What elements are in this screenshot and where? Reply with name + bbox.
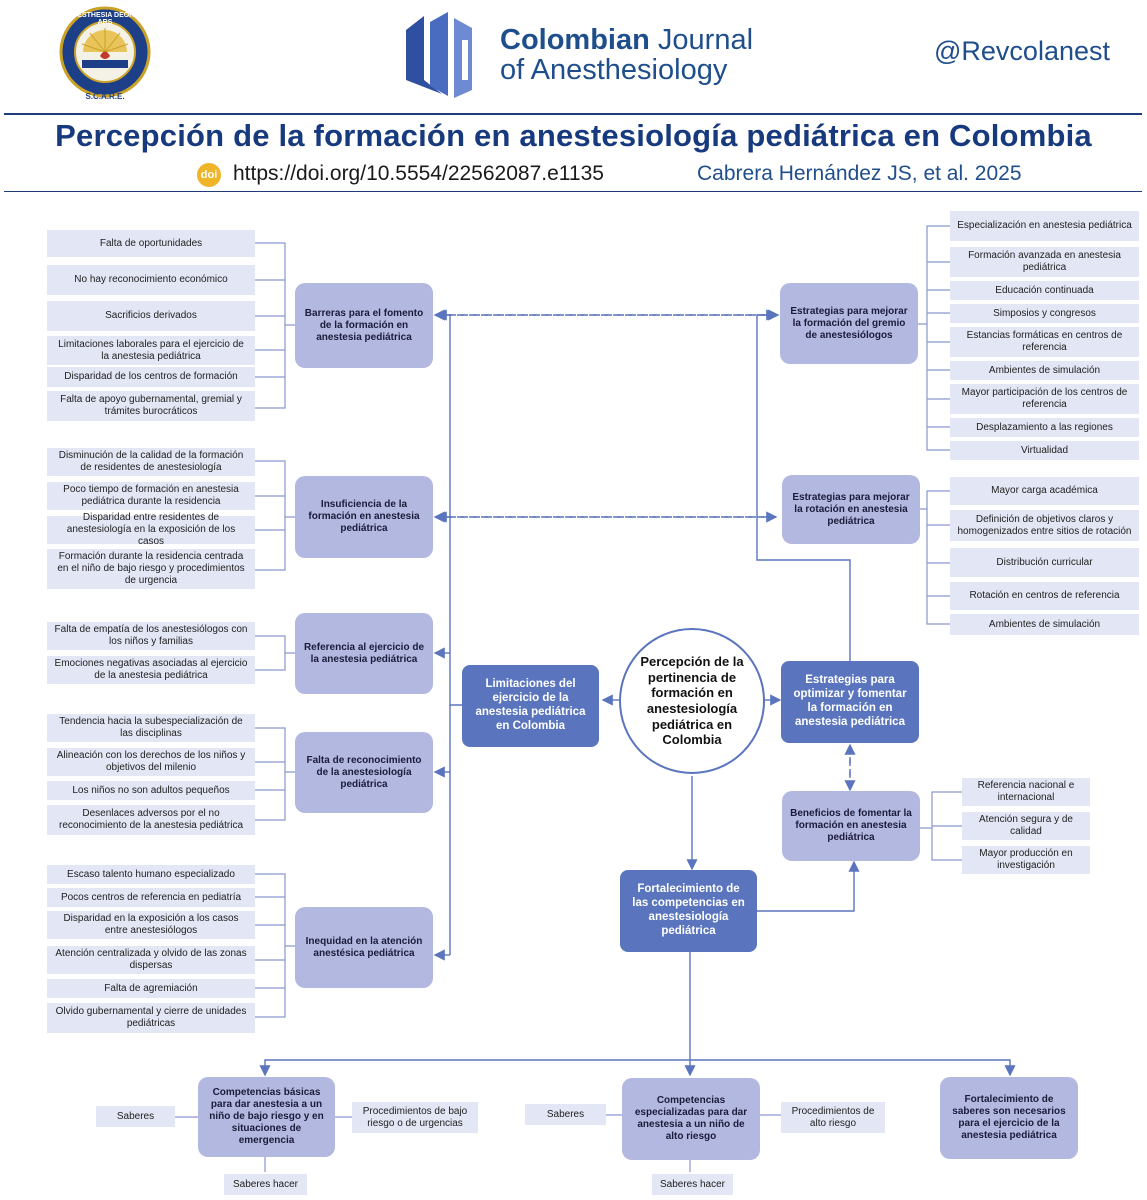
- list-item: Disparidad entre residentes de anestesio…: [47, 512, 255, 547]
- list-item: Escaso talento humano especializado: [47, 865, 255, 884]
- seal-subtext: S.C.A.R.E.: [85, 92, 125, 101]
- bottom-knowledge-strengthening: Fortalecimiento de saberes son necesario…: [940, 1077, 1078, 1159]
- list-item: Mayor participación de los centros de re…: [950, 384, 1139, 414]
- journal-logo-icon: [402, 10, 492, 100]
- list-item: No hay reconocimiento económico: [47, 265, 255, 295]
- list-item: Simposios y congresos: [950, 304, 1139, 323]
- list-item: Saberes: [96, 1106, 175, 1127]
- title-divider: [4, 191, 1142, 192]
- list-item: Tendencia hacia la subespecialización de…: [47, 714, 255, 742]
- list-item: Rotación en centros de referencia: [950, 582, 1139, 610]
- bottom-specialized-competencies: Competencias especializadas para dar ane…: [622, 1078, 760, 1160]
- list-item: Falta de empatía de los anestesiólogos c…: [47, 622, 255, 650]
- list-item: Formación durante la residencia centrada…: [47, 549, 255, 589]
- header-divider: [4, 113, 1142, 115]
- list-item: Mayor carga académica: [950, 477, 1139, 505]
- list-item: Falta de agremiación: [47, 979, 255, 998]
- category-rotation-strategies: Estrategias para mejorar la rotación en …: [782, 475, 920, 544]
- category-inequity: Inequidad en la atención anestésica pedi…: [295, 907, 433, 988]
- list-item: Formación avanzada en anestesia pediátri…: [950, 247, 1139, 277]
- doi-link[interactable]: https://doi.org/10.5554/22562087.e1135: [233, 162, 604, 185]
- list-item: Saberes hacer: [224, 1174, 307, 1195]
- central-node: Percepción de la pertinencia de formació…: [619, 628, 765, 774]
- list-item: Ambientes de simulación: [950, 614, 1139, 635]
- category-barriers: Barreras para el fomento de la formación…: [295, 283, 433, 368]
- list-item: Pocos centros de referencia en pediatría: [47, 888, 255, 907]
- list-item: Atención segura y de calidad: [962, 812, 1090, 840]
- list-item: Falta de oportunidades: [47, 230, 255, 257]
- bottom-basic-competencies: Competencias básicas para dar anestesia …: [198, 1077, 335, 1157]
- scare-seal-logo: [52, 6, 158, 106]
- list-item: Disparidad en la exposición a los casos …: [47, 911, 255, 939]
- category-benefits: Beneficios de fomentar la formación en a…: [782, 791, 920, 861]
- journal-name-line2: of Anesthesiology: [500, 54, 728, 86]
- page-title: Percepción de la formación en anestesiol…: [55, 118, 1092, 153]
- list-item: Sacrificios derivados: [47, 301, 255, 331]
- list-item: Disparidad de los centros de formación: [47, 367, 255, 387]
- list-item: Procedimientos de alto riesgo: [781, 1102, 885, 1133]
- category-recognition: Falta de reconocimiento de la anestesiol…: [295, 732, 433, 813]
- list-item: Definición de objetivos claros y homogen…: [950, 510, 1139, 541]
- list-item: Falta de apoyo gubernamental, gremial y …: [47, 391, 255, 421]
- category-reference: Referencia al ejercicio de la anestesia …: [295, 613, 433, 694]
- list-item: Poco tiempo de formación en anestesia pe…: [47, 482, 255, 510]
- list-item: Procedimientos de bajo riesgo o de urgen…: [352, 1102, 478, 1133]
- doi-icon: doi: [197, 163, 221, 187]
- list-item: Referencia nacional e internacional: [962, 778, 1090, 806]
- list-item: Emociones negativas asociadas al ejercic…: [47, 656, 255, 684]
- list-item: Desplazamiento a las regiones: [950, 418, 1139, 437]
- list-item: Desenlaces adversos por el no reconocimi…: [47, 805, 255, 835]
- list-item: Mayor producción en investigación: [962, 846, 1090, 874]
- list-item: Estancias formáticas en centros de refer…: [950, 327, 1139, 357]
- list-item: Alineación con los derechos de los niños…: [47, 748, 255, 776]
- social-handle[interactable]: @Revcolanest: [934, 36, 1110, 66]
- authors: Cabrera Hernández JS, et al. 2025: [697, 162, 1022, 185]
- strengthening-node: Fortalecimiento de las competencias en a…: [620, 870, 757, 952]
- strategies-node: Estrategias para optimizar y fomentar la…: [781, 661, 919, 743]
- limitations-node: Limitaciones del ejercicio de la anestes…: [462, 665, 599, 747]
- list-item: Saberes hacer: [652, 1174, 733, 1195]
- journal-name-line1: Colombian Journal: [500, 24, 754, 56]
- list-item: Limitaciones laborales para el ejercicio…: [47, 336, 255, 365]
- list-item: Ambientes de simulación: [950, 361, 1139, 380]
- list-item: Los niños no son adultos pequeños: [47, 781, 255, 800]
- list-item: Distribución curricular: [950, 548, 1139, 577]
- list-item: Atención centralizada y olvido de las zo…: [47, 946, 255, 974]
- list-item: Educación continuada: [950, 281, 1139, 300]
- category-insufficiency: Insuficiencia de la formación en anestes…: [295, 476, 433, 558]
- list-item: Saberes: [525, 1104, 606, 1125]
- list-item: Disminución de la calidad de la formació…: [47, 448, 255, 476]
- list-item: Especialización en anestesia pediátrica: [950, 211, 1139, 241]
- list-item: Olvido gubernamental y cierre de unidade…: [47, 1003, 255, 1033]
- list-item: Virtualidad: [950, 441, 1139, 460]
- category-guild-strategies: Estrategias para mejorar la formación de…: [780, 283, 918, 364]
- seal-text: ANÆSTHESIA DEORUM ARS: [64, 12, 146, 26]
